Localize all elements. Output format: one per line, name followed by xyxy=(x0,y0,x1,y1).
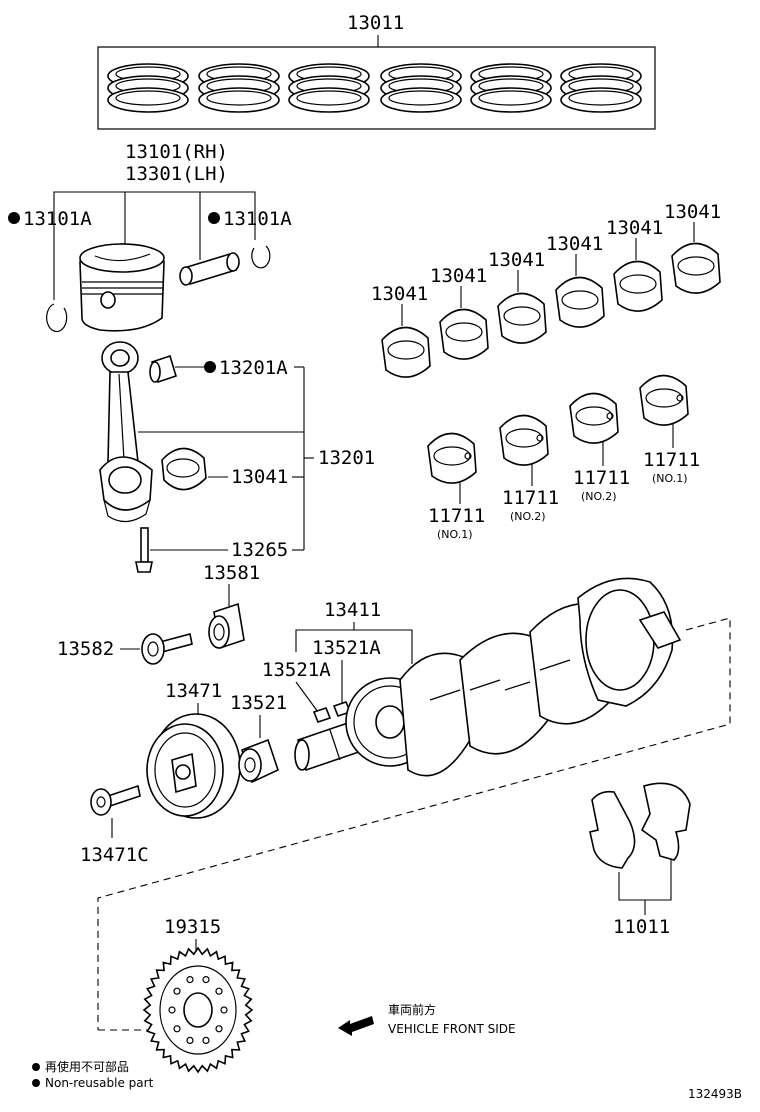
pulley-group: 13471 13521 13471C xyxy=(80,680,287,866)
conrod-bushing-icon xyxy=(149,354,177,384)
piston-ring-icon xyxy=(380,63,462,113)
bearing-shell-icon xyxy=(569,392,619,444)
callout-crank-bearing-a-note: (NO.1) xyxy=(437,528,473,541)
bearing-shell-icon xyxy=(499,414,549,466)
piston-ring-box xyxy=(97,46,656,130)
callout-crank-bearing-b: 11711 xyxy=(502,487,559,509)
non-reusable-dot-icon xyxy=(8,212,20,224)
crank-washer-bolt-icon xyxy=(141,633,193,665)
piston-rings xyxy=(107,63,642,113)
callout-piston-ring-set: 13011 xyxy=(347,12,404,34)
legend-en: Non-reusable part xyxy=(45,1076,154,1090)
callout-crank-bearing-d-note: (NO.1) xyxy=(652,472,688,485)
non-reusable-dot-icon xyxy=(32,1063,40,1071)
callout-main-bearing-6: 13041 xyxy=(664,201,721,223)
callout-conrod-bearing: 13041 xyxy=(231,466,288,488)
callout-crank-washer-bolt: 13582 xyxy=(57,638,114,660)
piston-icon xyxy=(79,243,165,332)
callout-crank-bearing-b-note: (NO.2) xyxy=(510,510,546,523)
main-bearing-shells xyxy=(381,222,721,378)
crankshaft-outline-dash xyxy=(97,617,731,1030)
callout-timing-plate: 19315 xyxy=(164,916,221,938)
bearing-shell-icon xyxy=(381,326,431,378)
crankshaft-icon xyxy=(294,577,682,777)
snap-ring-left-icon xyxy=(46,303,68,333)
piston-ring-icon xyxy=(107,63,189,113)
crank-pulley-icon xyxy=(146,713,241,819)
piston-ring-icon xyxy=(560,63,642,113)
callout-crankshaft: 13411 xyxy=(324,599,381,621)
callout-piston-rh: 13101(RH) xyxy=(125,141,228,163)
conrod-bolt-icon xyxy=(135,527,153,573)
callout-conrod-assy: 13201 xyxy=(318,447,375,469)
bearing-shell-icon xyxy=(555,276,605,328)
callout-crank-bearing-a: 11711 xyxy=(428,505,485,527)
legend: 再使用不可部品 Non-reusable part xyxy=(32,1059,154,1090)
front-arrow-icon xyxy=(338,1016,374,1036)
piston-pin-icon xyxy=(179,252,240,286)
piston-ring-icon xyxy=(288,63,370,113)
callout-crank-bearing-d: 11711 xyxy=(643,449,700,471)
non-reusable-dot-icon xyxy=(32,1079,40,1087)
main-bearings-group: 13041 13041 13041 13041 13041 13041 xyxy=(371,201,721,378)
callout-thrust-washer-set: 11011 xyxy=(613,916,670,938)
callout-conrod-bushing: 13201A xyxy=(219,357,288,379)
piston-group: 13101(RH) 13301(LH) 13101A 13101A xyxy=(8,141,292,333)
callout-pulley-bolt: 13471C xyxy=(80,844,149,866)
crankshaft-group: 13411 13521A 13521A xyxy=(97,577,731,1031)
callout-main-bearing-5: 13041 xyxy=(606,217,663,239)
figure-code: 132493B xyxy=(688,1087,742,1101)
bearing-shell-icon xyxy=(427,432,477,484)
bearing-shell-icon xyxy=(671,242,721,294)
crank-washer-group: 13581 13582 xyxy=(57,562,260,665)
callout-crank-bearing-c-note: (NO.2) xyxy=(581,490,617,503)
callout-conrod-bolt: 13265 xyxy=(231,539,288,561)
timing-plate-group: 19315 xyxy=(142,916,254,1074)
callout-main-bearing-1: 13041 xyxy=(371,283,428,305)
bearing-shell-icon xyxy=(497,292,547,344)
callout-crank-timing-gear: 13521 xyxy=(230,692,287,714)
callout-main-bearing-4: 13041 xyxy=(546,233,603,255)
piston-ring-set-group: 13011 xyxy=(97,12,656,130)
snap-ring-right-icon xyxy=(251,245,271,269)
bearing-shell-icon xyxy=(439,308,489,360)
conrod-bearing-icon xyxy=(161,447,207,491)
non-reusable-dot-icon xyxy=(208,212,220,224)
callout-crank-pulley: 13471 xyxy=(165,680,222,702)
callout-crank-key-left: 13521A xyxy=(262,659,331,681)
legend-jp: 再使用不可部品 xyxy=(45,1059,129,1074)
crank-key-icon xyxy=(312,707,332,723)
callout-piston-lh: 13301(LH) xyxy=(125,163,228,185)
thrust-washer-group: 11011 xyxy=(589,782,691,938)
direction-en: VEHICLE FRONT SIDE xyxy=(388,1022,516,1036)
crank-timing-gear-icon xyxy=(238,738,279,784)
callout-snap-ring-right: 13101A xyxy=(223,208,292,230)
bearing-shell-icon xyxy=(613,260,663,312)
bearing-shell-icon xyxy=(639,374,689,426)
connecting-rod-icon xyxy=(99,341,153,523)
thrust-washer-icon xyxy=(589,782,691,869)
non-reusable-dot-icon xyxy=(204,361,216,373)
piston-ring-icon xyxy=(198,63,280,113)
callout-crank-washer: 13581 xyxy=(203,562,260,584)
callout-crank-bearing-c: 11711 xyxy=(573,467,630,489)
vehicle-front-indicator: 車両前方 VEHICLE FRONT SIDE xyxy=(338,1002,516,1036)
timing-plate-icon xyxy=(142,946,254,1074)
direction-jp: 車両前方 xyxy=(388,1002,436,1017)
connecting-rod-group: 13201A 13201 13041 13265 xyxy=(99,341,375,573)
callout-main-bearing-3: 13041 xyxy=(488,249,545,271)
callout-crank-key-top: 13521A xyxy=(312,637,381,659)
crank-bearings-group: 11711 (NO.1) 11711 (NO.2) 11711 (NO.2) 1… xyxy=(427,374,700,541)
callout-snap-ring-left: 13101A xyxy=(23,208,92,230)
piston-ring-icon xyxy=(470,63,552,113)
crank-bearing-shells xyxy=(427,374,689,504)
pulley-bolt-icon xyxy=(90,784,141,816)
crank-washer-icon xyxy=(208,602,245,650)
callout-main-bearing-2: 13041 xyxy=(430,265,487,287)
